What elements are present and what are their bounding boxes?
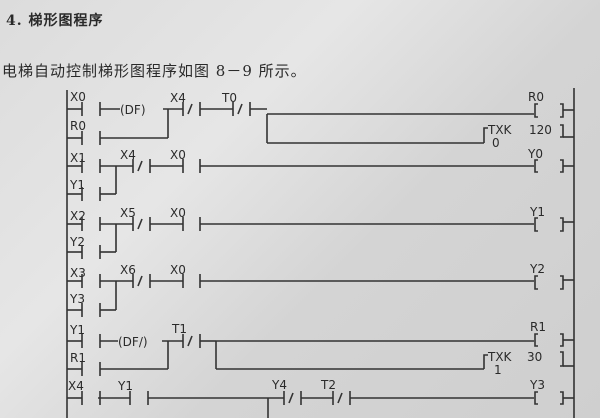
timer-txk0: TXK 0 120 xyxy=(483,123,574,150)
nc-contact-x5 xyxy=(132,217,183,231)
nc-contact-t2 xyxy=(332,391,534,405)
svg-text:120: 120 xyxy=(529,123,552,137)
svg-text:TXK: TXK xyxy=(487,350,513,364)
nc-contact-x4 xyxy=(182,102,233,116)
section-title: 梯形图程序 xyxy=(28,13,104,29)
rung-4: X3 Y3 X6 X0 Y2 xyxy=(67,262,574,317)
contact-label: Y2 xyxy=(69,235,85,249)
contact-label: T2 xyxy=(320,378,336,392)
no-contact-x0 xyxy=(67,102,120,116)
contact-label: R1 xyxy=(70,351,86,365)
coil-y3 xyxy=(534,391,574,405)
no-contact-x4 xyxy=(67,391,101,405)
contact-label: Y3 xyxy=(69,292,85,306)
rung-2: X1 Y1 X4 X0 Y0 xyxy=(67,147,574,201)
nc-contact-t0 xyxy=(232,102,267,116)
no-contact-r1 xyxy=(67,341,169,376)
no-contact-x0 xyxy=(182,217,534,231)
coil-label: Y2 xyxy=(529,262,545,276)
intro-paragraph: 电梯自动控制梯形图程序如图 8－9 所示。 xyxy=(2,62,307,80)
contact-label: X5 xyxy=(120,206,136,220)
section-heading: 4. 梯形图程序 xyxy=(6,10,104,30)
contact-label: X1 xyxy=(70,151,86,165)
contact-label: Y1 xyxy=(69,178,85,192)
nc-contact-t1 xyxy=(182,334,216,348)
df-not-instruction: (DF/) xyxy=(118,335,148,349)
no-contact-y1 xyxy=(67,334,118,348)
contact-label: X0 xyxy=(70,90,86,104)
contact-label: X4 xyxy=(68,379,84,393)
rung-3: X2 Y2 X5 X0 Y1 xyxy=(67,205,574,259)
contact-label: Y1 xyxy=(69,323,85,337)
coil-label: Y3 xyxy=(529,378,545,392)
nc-contact-y4 xyxy=(283,391,333,405)
coil-r1 xyxy=(534,333,574,347)
contact-label: X4 xyxy=(170,91,186,105)
contact-label: X4 xyxy=(120,148,136,162)
rung-5: Y1 (DF/) R1 T1 R1 xyxy=(67,320,574,377)
no-contact-y1 xyxy=(98,391,284,405)
coil-y2 xyxy=(534,275,574,290)
no-contact-r0 xyxy=(67,109,169,145)
contact-label: Y4 xyxy=(271,378,287,392)
contact-label: X6 xyxy=(120,263,136,277)
df-instruction: (DF) xyxy=(120,103,146,117)
no-contact-x1 xyxy=(67,159,133,173)
contact-label: T1 xyxy=(171,322,187,336)
coil-r0 xyxy=(534,103,574,118)
svg-text:1: 1 xyxy=(494,363,502,377)
svg-text:TXK: TXK xyxy=(487,123,513,137)
contact-label: Y1 xyxy=(117,379,133,393)
rung-1: X0 (DF) R0 X4 T0 xyxy=(67,90,574,150)
timer-txk1: TXK 1 30 xyxy=(483,350,574,377)
contact-label: X0 xyxy=(170,206,186,220)
svg-text:30: 30 xyxy=(527,350,542,364)
no-contact-y3 xyxy=(67,281,117,317)
no-contact-y1 xyxy=(67,166,117,201)
nc-contact-x4 xyxy=(132,159,183,173)
nc-contact-x6 xyxy=(132,274,183,288)
no-contact-x0 xyxy=(182,274,534,288)
no-contact-y2 xyxy=(67,224,117,259)
coil-label: Y0 xyxy=(527,147,543,161)
coil-label: Y1 xyxy=(529,205,545,219)
no-contact-x0 xyxy=(182,159,534,173)
contact-label: R0 xyxy=(70,119,86,133)
section-number: 4. xyxy=(6,13,23,29)
contact-label: X3 xyxy=(70,266,86,280)
rung-6: X4 Y1 Y4 T2 Y3 xyxy=(67,378,574,418)
coil-y0 xyxy=(534,159,574,173)
contact-label: X0 xyxy=(170,263,186,277)
coil-y1 xyxy=(534,217,574,232)
contact-label: T0 xyxy=(221,91,237,105)
coil-label: R1 xyxy=(530,320,546,334)
svg-text:0: 0 xyxy=(492,136,500,150)
contact-label: X2 xyxy=(70,209,86,223)
coil-label: R0 xyxy=(528,90,544,104)
contact-label: X0 xyxy=(170,148,186,162)
